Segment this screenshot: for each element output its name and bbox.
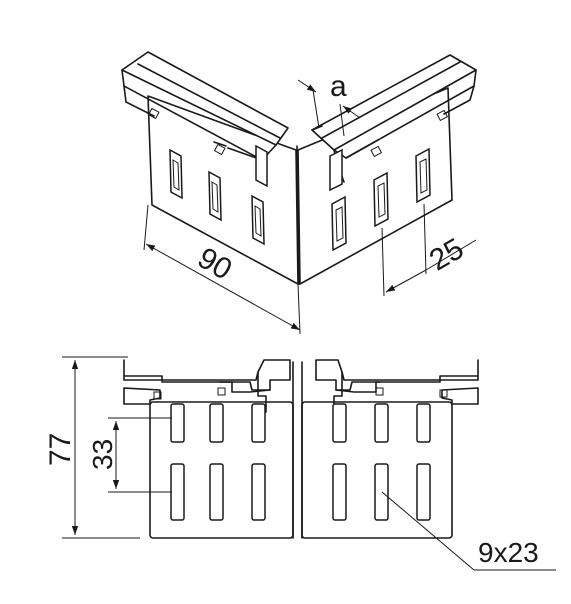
- slot: [377, 182, 386, 218]
- slot: [332, 463, 347, 521]
- slot: [251, 403, 266, 443]
- slot: [251, 463, 266, 521]
- flange-notch: [217, 387, 226, 396]
- slot: [254, 205, 262, 237]
- slot: [332, 403, 347, 443]
- dim-25-label: 25: [424, 232, 469, 277]
- flange-notch: [147, 107, 160, 120]
- front-view: 77 33 9x23: [44, 356, 556, 571]
- front-right-flange: [315, 359, 479, 413]
- slot: [416, 403, 431, 443]
- front-left-flange: [123, 359, 291, 413]
- left-wall-slots: [169, 144, 268, 246]
- dim-77: 77: [44, 356, 140, 539]
- slot: [374, 463, 389, 521]
- dim-33-label: 33: [87, 439, 118, 470]
- slot: [416, 463, 431, 521]
- dim-a-label: a: [330, 70, 347, 103]
- leader-9x23-label: 9x23: [478, 537, 539, 568]
- slot: [335, 206, 344, 242]
- flange-notch: [375, 387, 384, 396]
- right-wall-slots: [329, 147, 431, 252]
- leader-9x23: 9x23: [381, 491, 556, 571]
- flange-notch: [153, 391, 162, 400]
- dim-a: a: [297, 70, 361, 137]
- dim-77-label: 77: [44, 433, 77, 466]
- front-upper-slots: [170, 403, 431, 443]
- flange-notch: [213, 143, 226, 156]
- slot: [211, 181, 219, 213]
- slot: [209, 463, 224, 521]
- slot: [172, 159, 180, 191]
- slot: [170, 403, 185, 443]
- slot: [255, 144, 268, 188]
- slot: [419, 158, 428, 194]
- dim-33: 33: [87, 417, 172, 493]
- flange-notch: [439, 389, 448, 398]
- isometric-view: 90 a 25: [121, 51, 477, 335]
- flange-notch: [436, 109, 449, 122]
- slot: [170, 463, 185, 521]
- flange-notch: [370, 145, 383, 158]
- slot: [209, 403, 224, 443]
- slot: [374, 403, 389, 443]
- slot: [329, 148, 343, 192]
- front-lower-slots: [170, 463, 431, 521]
